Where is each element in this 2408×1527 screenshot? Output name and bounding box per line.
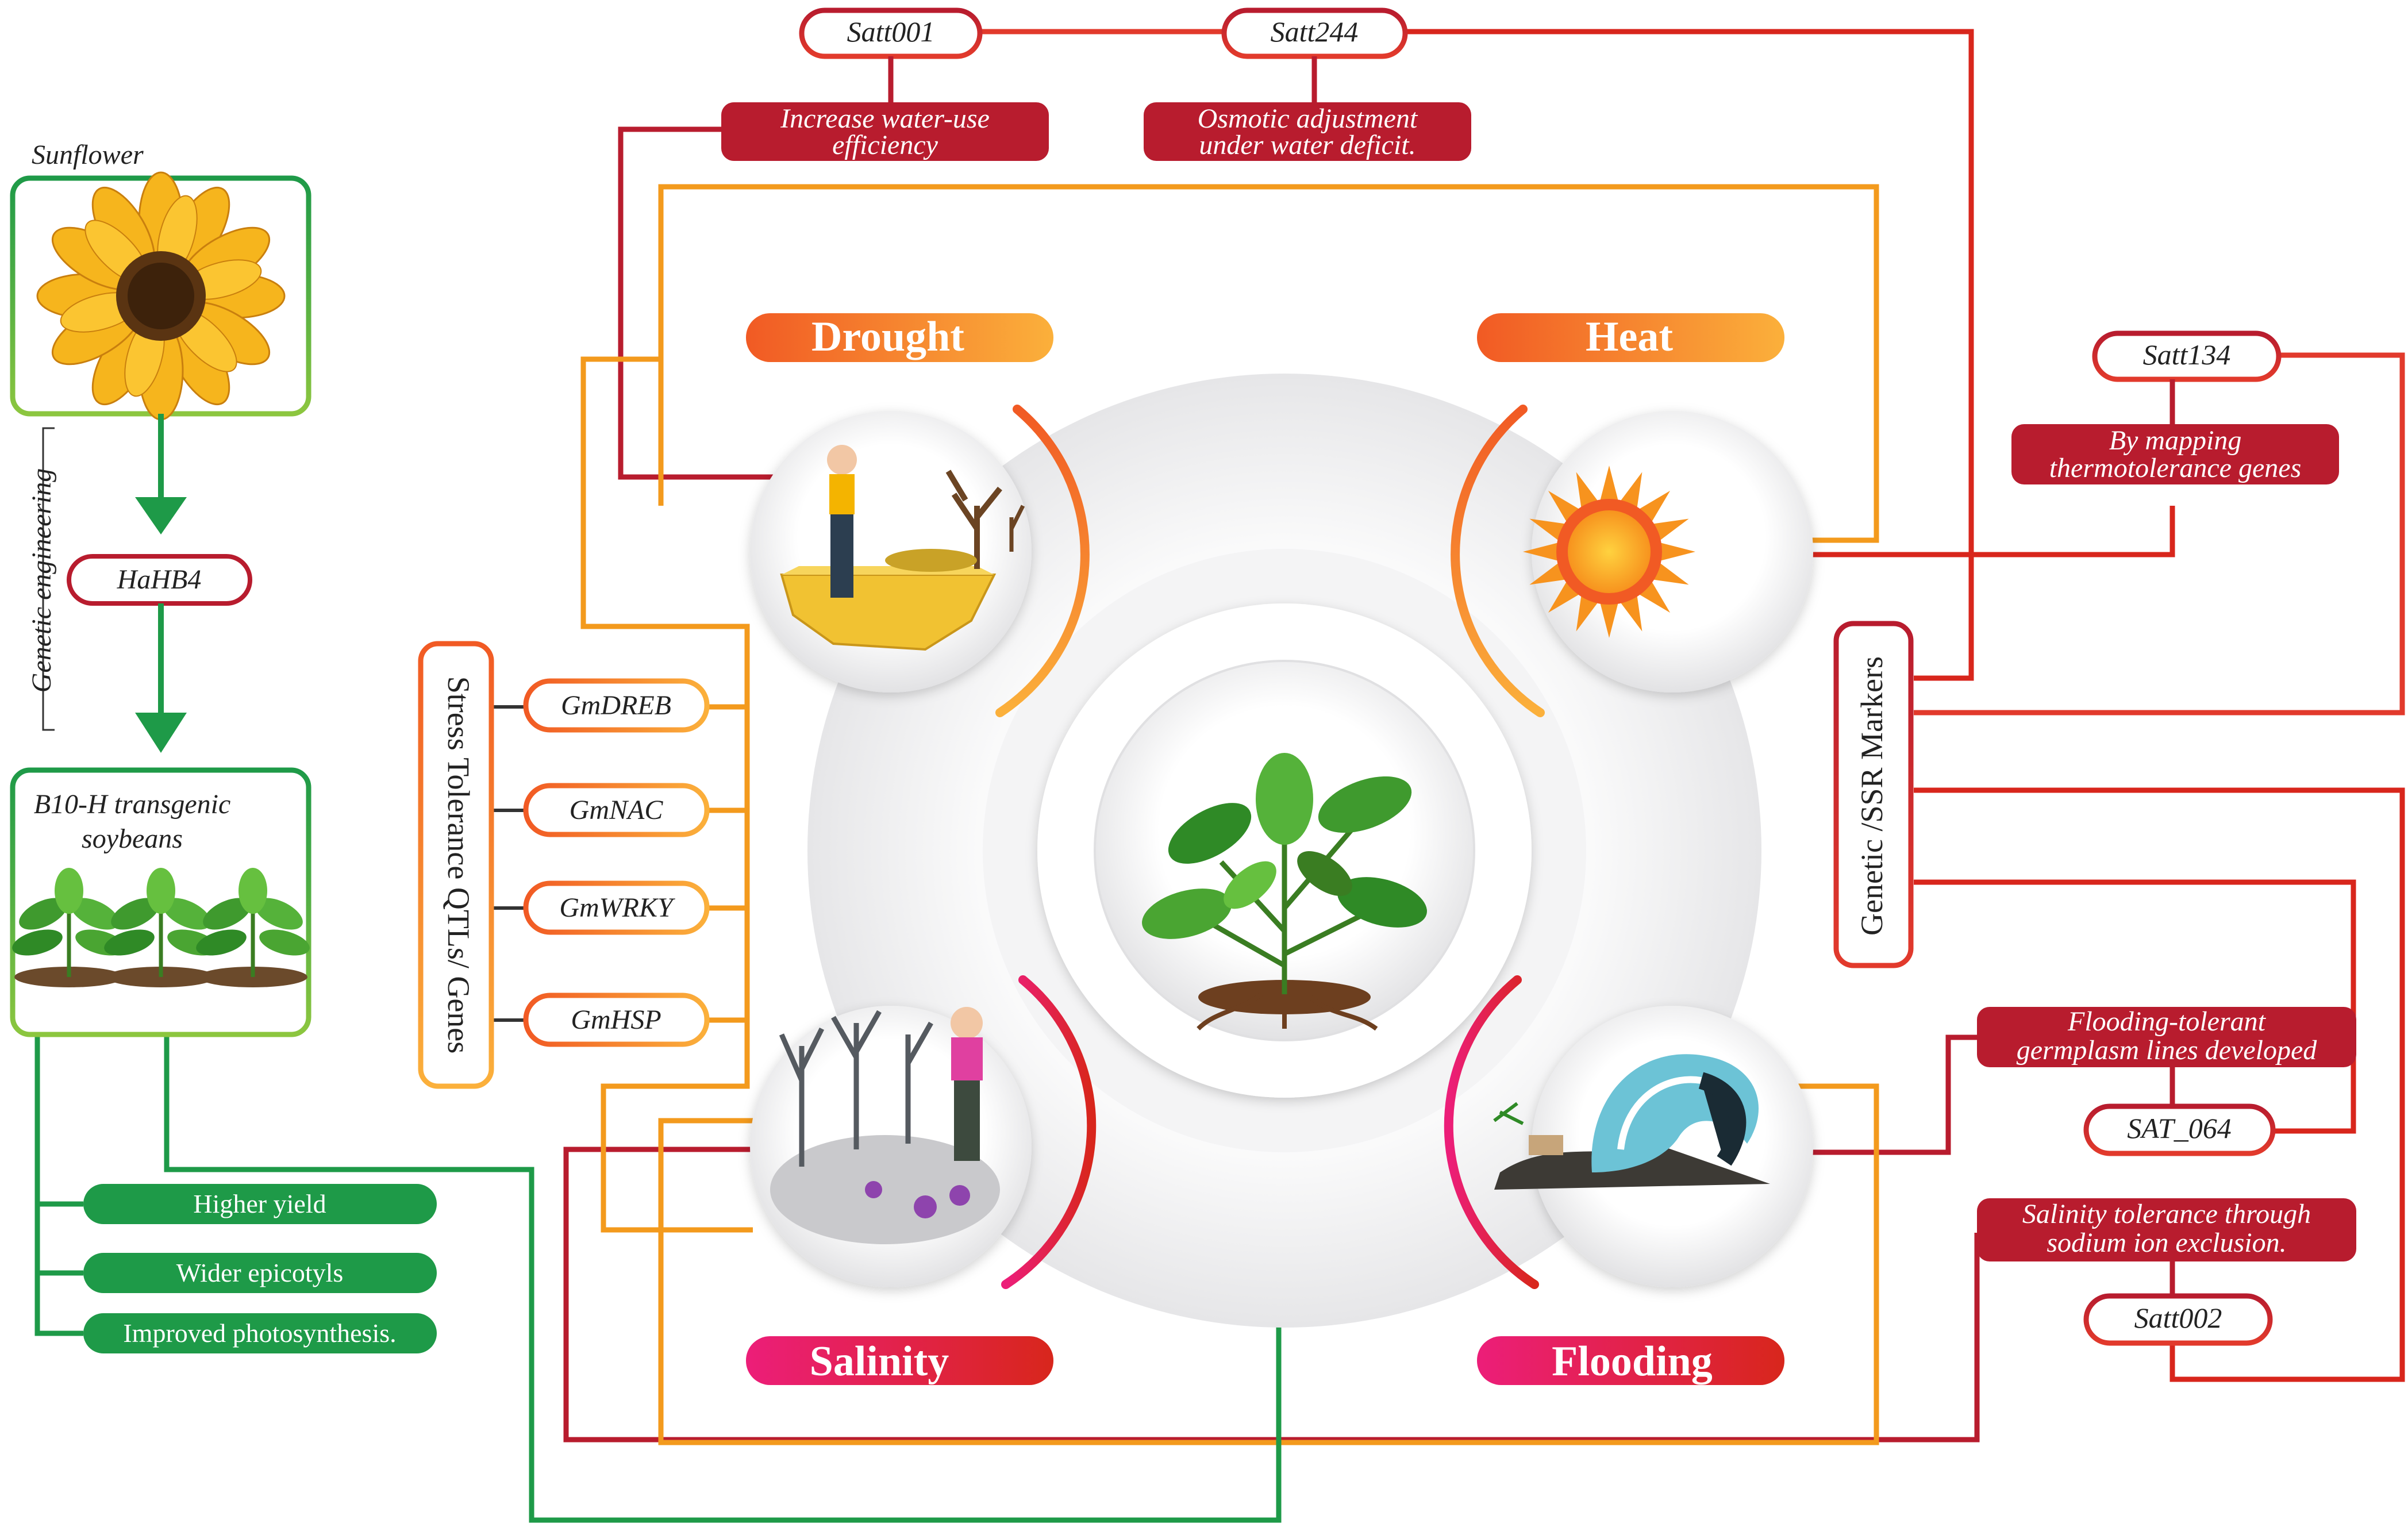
transgenic-line1: B10-H transgenic: [34, 789, 231, 820]
sat064-effect-line1: Flooding-tolerant: [2067, 1006, 2267, 1037]
satt002-label: Satt002: [2134, 1302, 2222, 1334]
heat-label: Heat: [1586, 313, 1673, 360]
sat064-label: SAT_064: [2127, 1112, 2232, 1144]
genetic-engineering-label: Genetic engineering: [26, 468, 57, 693]
trait-epicotyls-label: Wider epicotyls: [176, 1258, 344, 1287]
sunflower-column: Sunflower: [10, 140, 437, 1353]
satt002-effect-line1: Salinity tolerance through: [2022, 1199, 2311, 1229]
marker-satt134: Satt134 By mapping thermotolerance genes: [2011, 330, 2339, 484]
drought-label-pill: [746, 313, 1053, 362]
gene-gmwrky-label: GmWRKY: [559, 893, 675, 923]
heat-label-pill: [1477, 313, 1784, 362]
ssr-markers-panel: Genetic /SSR Markers: [1833, 621, 1914, 968]
ssr-markers-vertical-label: Genetic /SSR Markers: [1855, 656, 1889, 936]
heat-node: Heat: [1451, 313, 1813, 717]
flooding-node: Flooding: [1444, 975, 1813, 1385]
down-arrow-icon: [135, 497, 187, 534]
satt134-label: Satt134: [2143, 339, 2231, 371]
sat064-effect-line2: germplasm lines developed: [2017, 1035, 2318, 1066]
stress-genes-vertical-label: Stress Tolerance QTLs/ Genes: [441, 676, 476, 1054]
satt001-effect-line1: Increase water-use: [780, 103, 990, 134]
down-arrow-icon: [135, 713, 187, 753]
drought-node: Drought: [746, 313, 1090, 717]
drought-scene-image: [780, 445, 1025, 651]
marker-satt244: Satt244 Osmotic adjustment under water d…: [1144, 7, 1471, 161]
satt001-effect-line2: efficiency: [832, 130, 938, 160]
salinity-scene-image: [770, 1007, 1000, 1244]
trait-yield-label: Higher yield: [193, 1189, 326, 1218]
satt244-effect-line1: Osmotic adjustment: [1198, 103, 1418, 134]
flooding-label: Flooding: [1552, 1338, 1713, 1385]
satt244-label: Satt244: [1271, 16, 1359, 48]
connector-lines: [34, 29, 2405, 1523]
gene-box-gmnac: [523, 783, 710, 837]
satt134-effect-box: [2011, 424, 2339, 484]
marker-sat064: Flooding-tolerant germplasm lines develo…: [1977, 1006, 2356, 1156]
gene-box-gmdreb: [523, 678, 710, 733]
satt134-effect-line1: By mapping: [2109, 425, 2242, 456]
stress-genes-panel: Stress Tolerance QTLs/ Genes GmDREB GmNA…: [418, 641, 710, 1089]
sat064-effect-box: [1977, 1007, 2356, 1067]
satt134-effect-line2: thermotolerance genes: [2049, 453, 2302, 483]
drought-label: Drought: [811, 313, 964, 360]
satt244-effect-line2: under water deficit.: [1199, 130, 1415, 160]
flood-wave-image: [1493, 1054, 1770, 1190]
salinity-node: Salinity: [746, 975, 1097, 1385]
trait-photosynthesis-label: Improved photosynthesis.: [123, 1318, 396, 1348]
gene-box-gmwrky: [523, 880, 710, 935]
sunflower-title: Sunflower: [32, 140, 144, 170]
transgenic-line2: soybeans: [82, 824, 183, 854]
soybean-plant-image: [1142, 753, 1427, 1031]
trait-pill-yield: [83, 1184, 437, 1224]
satt002-effect-line2: sodium ion exclusion.: [2047, 1228, 2286, 1258]
gene-box-gmhsp: [523, 993, 710, 1047]
sunflower-image: [36, 171, 286, 421]
gene-gmhsp-label: GmHSP: [571, 1005, 661, 1035]
gene-gmdreb-label: GmDREB: [561, 690, 671, 721]
gene-gmnac-label: GmNAC: [570, 795, 664, 825]
satt244-effect-box: [1144, 102, 1471, 161]
salinity-label-pill: [746, 1336, 1053, 1385]
sun-icon: [1523, 466, 1695, 638]
stress-genes-vertical-box: [418, 641, 494, 1089]
satt002-effect-box: [1977, 1198, 2356, 1261]
trait-pill-photosynthesis: [83, 1313, 437, 1353]
marker-satt001: Satt001 Increase water-use efficiency: [721, 7, 1049, 161]
trait-pill-epicotyls: [83, 1253, 437, 1293]
satt001-label: Satt001: [847, 16, 935, 48]
salinity-label: Salinity: [810, 1338, 949, 1385]
marker-satt002: Salinity tolerance through sodium ion ex…: [1977, 1198, 2356, 1346]
hahb4-label: HaHB4: [117, 564, 202, 595]
soybean-plants-image: [12, 868, 310, 987]
flooding-label-pill: [1477, 1336, 1784, 1385]
central-hub: [807, 374, 1761, 1328]
satt001-effect-box: [721, 102, 1049, 161]
